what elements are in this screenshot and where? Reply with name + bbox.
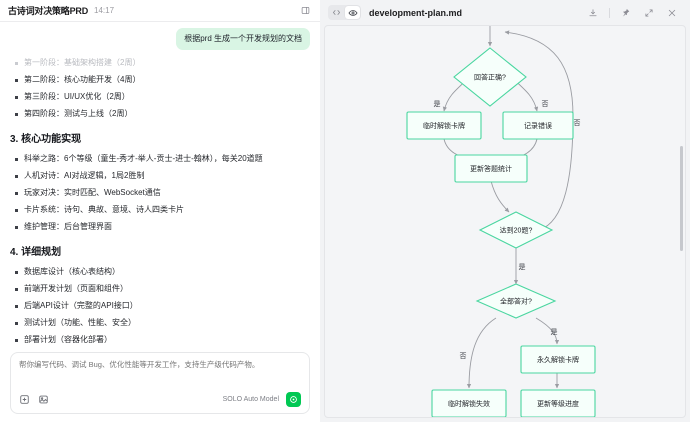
- edge-label: 否: [574, 119, 581, 127]
- diagram-canvas[interactable]: 回答正确? 临时解锁卡牌 记录错误: [324, 25, 686, 418]
- edge-label: 否: [542, 100, 549, 108]
- list-item: 维护管理：后台管理界面: [13, 222, 310, 232]
- list-item: 第三阶段：UI/UX优化（2周）: [13, 92, 310, 102]
- edge-n4-n5: [490, 180, 510, 213]
- user-message-row: 根据prd 生成一个开发规划的文档: [10, 28, 310, 50]
- list-item: 第四阶段：测试与上线（2周）: [13, 109, 310, 119]
- node-label: 临时解锁失效: [448, 399, 490, 408]
- eye-icon[interactable]: [345, 6, 360, 19]
- preview-actions: [586, 6, 679, 20]
- composer-toolbar: SOLO Auto Model: [19, 392, 301, 407]
- list-item: 第二阶段：核心功能开发（4周）: [13, 75, 310, 85]
- list-item: 数据库设计（核心表结构）: [13, 267, 310, 277]
- composer-right-group: SOLO Auto Model: [223, 392, 301, 407]
- pin-icon[interactable]: [619, 6, 633, 20]
- node-label: 临时解锁卡牌: [423, 121, 465, 130]
- list-item: 玩家对决：实时匹配、WebSocket通信: [13, 188, 310, 198]
- flow-edge-labels: 是 否 是 否 否 是: [434, 100, 581, 360]
- chat-session-title: 古诗词对决策略PRD: [8, 6, 89, 16]
- node-rect-temp-unlock-card[interactable]: 临时解锁卡牌: [406, 111, 482, 140]
- chat-panel: 古诗词对决策略PRD 14:17 根据prd 生成一个开发规划的文档 第一阶段：…: [0, 0, 320, 422]
- node-label: 回答正确?: [474, 72, 506, 81]
- edge-label: 是: [519, 263, 526, 271]
- list-item: 人机对诗：AI对战逻辑，1局2胜制: [13, 171, 310, 181]
- preview-header: development-plan.md: [324, 0, 686, 25]
- node-rect-record-error[interactable]: 记录错误: [502, 111, 574, 140]
- list-item: 科举之路：6个等级（童生-秀才-举人-贡士-进士-翰林），每关20道题: [13, 154, 310, 164]
- attachment-icon[interactable]: [19, 394, 30, 405]
- edge-label: 是: [434, 100, 441, 108]
- list-item: 卡片系统：诗句、典故、意境、诗人四类卡片: [13, 205, 310, 215]
- chat-input[interactable]: [19, 360, 301, 392]
- assistant-message-body: 第一阶段：基础架构搭建（2周） 第二阶段：核心功能开发（4周） 第三阶段：UI/…: [10, 58, 310, 344]
- node-label: 更新等级进度: [537, 399, 579, 408]
- flow-nodes: 回答正确? 临时解锁卡牌 记录错误: [406, 47, 596, 417]
- chat-session-time: 14:17: [94, 6, 115, 15]
- code-icon[interactable]: [329, 6, 344, 19]
- list-item: 后端API设计（完整的API接口）: [13, 301, 310, 311]
- toolbar-divider: [609, 7, 610, 18]
- list-item: 第一阶段：基础架构搭建（2周）: [13, 58, 310, 68]
- user-message-bubble: 根据prd 生成一个开发规划的文档: [176, 28, 310, 50]
- node-diamond-answer-correct[interactable]: 回答正确?: [453, 47, 527, 107]
- node-label: 记录错误: [524, 121, 552, 130]
- model-selector-label[interactable]: SOLO Auto Model: [222, 396, 279, 403]
- chat-message-list[interactable]: 根据prd 生成一个开发规划的文档 第一阶段：基础架构搭建（2周） 第二阶段：核…: [0, 22, 320, 344]
- node-label: 达到20题?: [500, 225, 533, 234]
- edge-n6-n8: [466, 317, 497, 389]
- send-button[interactable]: [286, 392, 301, 407]
- phase-list: 第一阶段：基础架构搭建（2周） 第二阶段：核心功能开发（4周） 第三阶段：UI/…: [10, 58, 310, 119]
- node-diamond-reached-20[interactable]: 达到20题?: [478, 211, 554, 249]
- download-icon[interactable]: [586, 6, 600, 20]
- node-label: 全部答对?: [500, 296, 532, 305]
- expand-icon[interactable]: [642, 6, 656, 20]
- node-rect-update-level-progress[interactable]: 更新等级进度: [520, 389, 596, 417]
- composer-wrapper: SOLO Auto Model: [0, 344, 320, 422]
- preview-panel: development-plan.md: [320, 0, 690, 422]
- collapse-icon[interactable]: [298, 4, 312, 18]
- canvas-scrollbar[interactable]: [680, 146, 683, 251]
- node-label: 更新答题统计: [470, 164, 512, 173]
- close-icon[interactable]: [665, 6, 679, 20]
- composer[interactable]: SOLO Auto Model: [10, 352, 310, 414]
- flowchart-svg: 回答正确? 临时解锁卡牌 记录错误: [406, 26, 596, 417]
- node-label: 永久解锁卡牌: [537, 355, 579, 364]
- node-diamond-all-correct[interactable]: 全部答对?: [475, 283, 557, 319]
- list-item: 部署计划（容器化部署）: [13, 335, 310, 344]
- list-item: 前端开发计划（页面和组件）: [13, 284, 310, 294]
- edge-n6-n7: [535, 317, 560, 345]
- node-rect-temp-unlock-expired[interactable]: 临时解锁失效: [431, 389, 507, 417]
- list-item: 测试计划（功能、性能、安全）: [13, 318, 310, 328]
- preview-file-title: development-plan.md: [369, 7, 463, 18]
- flowchart: 回答正确? 临时解锁卡牌 记录错误: [325, 26, 685, 417]
- edge-label: 否: [460, 352, 467, 360]
- section-heading-core: 3. 核心功能实现: [10, 133, 82, 145]
- chat-header: 古诗词对决策略PRD 14:17: [0, 0, 320, 22]
- image-icon[interactable]: [38, 394, 49, 405]
- core-feature-list: 科举之路：6个等级（童生-秀才-举人-贡士-进士-翰林），每关20道题 人机对诗…: [10, 154, 310, 232]
- node-rect-permanent-unlock-card[interactable]: 永久解锁卡牌: [520, 345, 596, 374]
- view-mode-switch[interactable]: [328, 5, 361, 20]
- edge-label: 是: [551, 328, 558, 336]
- section-heading-plan: 4. 详细规划: [10, 246, 62, 258]
- detail-plan-list: 数据库设计（核心表结构） 前端开发计划（页面和组件） 后端API设计（完整的AP…: [10, 267, 310, 344]
- node-rect-update-stats[interactable]: 更新答题统计: [454, 154, 528, 183]
